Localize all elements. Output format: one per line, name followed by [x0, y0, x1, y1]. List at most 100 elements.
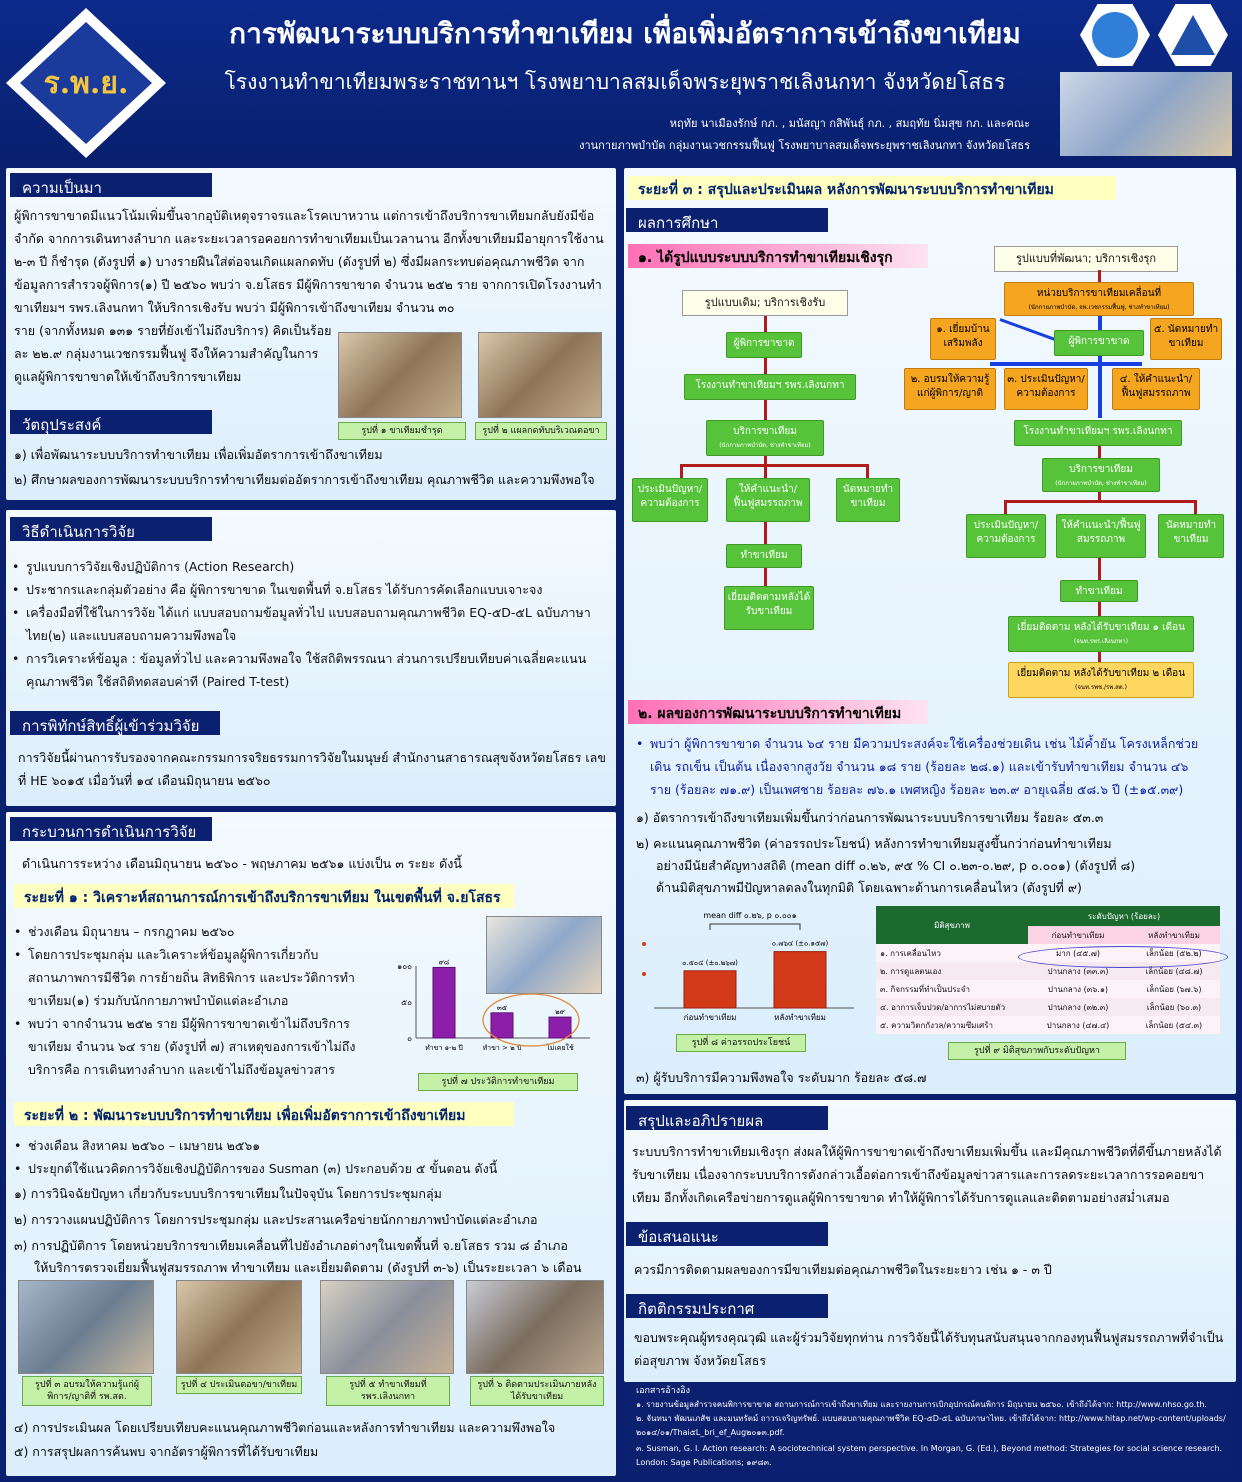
result1-heading: ๑. ได้รูปแบบระบบบริการทำขาเทียมเชิงรุก — [628, 244, 928, 268]
bar-value-label: ๐.๕๐๔ (±๐.๒๖๗) — [682, 959, 738, 967]
follow-up-2m: เยี่ยมติดตาม หลังได้รับขาเทียม ๒ เดือน(จ… — [1008, 662, 1194, 698]
caption-fig4: รูปที่ ๔ ประเมินตอขา/ขาเทียม — [176, 1376, 302, 1394]
old-service-label: บริการขาเทียม — [733, 426, 797, 437]
photo-stump-assessment — [176, 1280, 302, 1374]
x-tick-label: ทำขา ๑-๒ ปี — [425, 1044, 463, 1052]
follow-up-1m-staff: (จนท.รพร.เลิงนกทา) — [1073, 638, 1129, 645]
caption-fig3: รูปที่ ๓ อบรมให้ความรู้แก่ผู้พิการ/ญาติท… — [22, 1376, 152, 1406]
partner-emblem-icon — [1092, 12, 1138, 58]
flow-arrow — [764, 466, 767, 478]
blue-flow-line — [990, 362, 1142, 366]
caption-fig8: รูปที่ ๘ ค่าอรรถประโยชน์ — [676, 1034, 806, 1052]
result2-satisfaction: ๓) ผู้รับบริการมีความพึงพอใจ ระดับมาก ร้… — [636, 1070, 927, 1085]
bar — [773, 951, 827, 1009]
authors: หฤทัย นาเมืองรักษ์ กภ. , มนัสญา กสิพันธุ… — [669, 117, 1030, 130]
methods-heading: วิธีดำเนินการวิจัย — [10, 517, 212, 541]
affiliation: งานกายภาพบำบัด กลุ่มงานเวชกรรมฟื้นฟู โรง… — [579, 139, 1030, 152]
caption-fig1: รูปที่ ๑ ขาเทียมชำรุด — [338, 422, 466, 440]
new-appoint: นัดหมายทำขาเทียม — [1158, 514, 1224, 558]
bar-value-label: ๐.๗๖๔ (±๐.๑๕๗) — [772, 940, 829, 948]
photo-pressure-sore — [478, 332, 602, 418]
new-assess: ประเมินปัญหา/ความต้องการ — [966, 514, 1046, 558]
photo-group-meeting — [486, 916, 602, 994]
flow-branch — [680, 464, 868, 467]
caption-fig6: รูปที่ ๖ ติดตามประเมินภายหลังได้รับขาเที… — [470, 1376, 604, 1406]
bar-value-label: ๓๕ — [497, 1004, 507, 1012]
method-item: การวิเคราะห์ข้อมูล : ข้อมูลทั่วไป และควา… — [12, 647, 608, 693]
follow-up-2m-label: เยี่ยมติดตาม หลังได้รับขาเทียม ๒ เดือน — [1016, 668, 1186, 679]
methods-list: รูปแบบการวิจัยเชิงปฏิบัติการ (Action Res… — [12, 555, 608, 693]
phase2-bullets: ช่วงเดือน สิงหาคม ๒๕๖๐ – เมษายน ๒๕๖๑ ประ… — [14, 1134, 610, 1180]
phase2-step: ให้บริการตรวจเยี่ยมฟื้นฟูสมรรถภาพ ทำขาเท… — [34, 1260, 582, 1275]
result2-item: อย่างมีนัยสำคัญทางสถิติ (mean diff ๐.๒๖,… — [656, 858, 1136, 873]
y-marker — [642, 972, 646, 976]
phase2-step: ๕) การสรุปผลการค้นพบ จากอัตราผู้พิการที่… — [14, 1444, 319, 1459]
old-factory: โรงงานทำขาเทียมฯ รพร.เลิงนกทา — [684, 374, 856, 400]
table-cell: ปานกลาง (๓๒.๓) — [1047, 1002, 1109, 1012]
results-heading: ผลการศึกษา — [626, 208, 828, 232]
background-heading: ความเป็นมา — [10, 173, 212, 197]
flow-arrow — [764, 456, 767, 466]
table-cell: เล็กน้อย (๕๔.๓) — [1145, 1020, 1203, 1030]
table-row: ๕. ความวิตกกังวล/ความซึมเศร้าปานกลาง (๔๗… — [876, 1016, 1220, 1034]
photo-broken-prosthesis — [338, 332, 462, 418]
conclusion-text: ระบบบริการทำขาเทียมเชิงรุก ส่งผลให้ผู้พิ… — [632, 1144, 1222, 1205]
flow-arrow — [680, 464, 683, 478]
suggestion-text: ควรมีการติดตามผลของการมีขาเทียมต่อคุณภาพ… — [634, 1262, 1052, 1277]
x-tick-label: ก่อนทำขาเทียม — [684, 1013, 737, 1022]
logo-text: ร.พ.ย. — [43, 65, 129, 101]
method-item: รูปแบบการวิจัยเชิงปฏิบัติการ (Action Res… — [12, 555, 608, 578]
old-appoint: นัดหมายทำขาเทียม — [836, 478, 900, 522]
old-assess: ประเมินปัญหา/ความต้องการ — [632, 478, 708, 522]
flow-arrow — [1098, 602, 1101, 616]
y-tick-label: ๕๐ — [401, 998, 412, 1007]
follow-up-1m: เยี่ยมติดตาม หลังได้รับขาเทียม ๑ เดือน(จ… — [1008, 616, 1194, 652]
flow-arrow — [866, 464, 869, 478]
y-tick-label: ๑๐๐ — [397, 962, 412, 971]
old-patient: ผู้พิการขาขาด — [726, 332, 802, 358]
flow-arrow — [1004, 500, 1007, 514]
flow-arrow — [1098, 270, 1101, 282]
flow-branch — [1004, 500, 1196, 503]
phase1-list: ช่วงเดือน มิถุนายน – กรกฎาคม ๒๕๖๐ โดยการ… — [14, 920, 362, 1081]
bar-value-label: ๒๙ — [555, 1008, 565, 1016]
highlight-ellipse — [482, 993, 580, 1047]
photo-training — [18, 1280, 154, 1374]
new-service-label: บริการขาเทียม — [1069, 464, 1133, 475]
phase1-item: พบว่า จากจำนวน ๒๕๒ ราย มีผู้พิการขาขาดเข… — [14, 1012, 362, 1081]
table-cell: ๑. การเคลื่อนไหว — [880, 948, 941, 958]
table-header-level: ระดับปัญหา (ร้อยละ) — [1087, 911, 1161, 921]
significance-bracket — [709, 923, 801, 930]
background-text-2: ราย (จากทั้งหมด ๑๓๑ รายที่ยังเข้าไม่ถึงบ… — [14, 323, 332, 384]
step-assess: ๓. ประเมินปัญหา/ความต้องการ — [1004, 368, 1088, 410]
acknowledgement-heading: กิตติกรรมประกาศ — [626, 1294, 828, 1318]
old-make-leg: ทำขาเทียม — [726, 544, 802, 568]
background-text: ผู้พิการขาขาดมีแนวโน้มเพิ่มขึ้นจากอุบัติ… — [14, 208, 604, 315]
x-tick-label: ทำขา > ๒ ปี — [483, 1044, 522, 1052]
table-cell: เล็กน้อย (๖๐.๓) — [1146, 1002, 1202, 1012]
phase3-title: ระยะที่ ๓ : สรุปและประเมินผล หลังการพัฒน… — [628, 176, 1116, 200]
y-marker — [642, 942, 646, 946]
references-panel — [624, 1384, 1236, 1476]
flow-arrow — [764, 568, 767, 586]
flow-arrow — [1098, 492, 1101, 502]
new-service: บริการขาเทียม(นักกายภาพบำบัด, ช่างทำขาเท… — [1042, 458, 1160, 492]
result2-item: ด้านมิติสุขภาพมีปัญหาลดลงในทุกมิติ โดยเฉ… — [656, 880, 1082, 895]
photo-making-prosthesis — [320, 1280, 454, 1374]
objectives-heading: วัตถุประสงค์ — [10, 410, 212, 434]
conclusion-heading: สรุปและอภิปรายผล — [626, 1106, 828, 1130]
flow-arrow — [764, 522, 767, 544]
highlight-ellipse — [1018, 946, 1228, 968]
header-photo — [1060, 72, 1232, 156]
table-cell: ปานกลาง (๓๓.๓) — [1047, 966, 1109, 976]
flow-arrow — [1098, 652, 1101, 662]
old-model-label: รูปแบบเดิม; บริการเชิงรับ — [682, 290, 848, 316]
table-cell: ๕. ความวิตกกังวล/ความซึมเศร้า — [880, 1020, 994, 1030]
old-follow-up: เยี่ยมติดตามหลังได้รับขาเทียม — [724, 586, 814, 630]
table-cell: ๒. การดูแลตนเอง — [880, 966, 942, 976]
table-cell: เล็กน้อย (๔๘.๗) — [1145, 966, 1203, 976]
result2-bullets: พบว่า ผู้พิการขาขาด จำนวน ๖๔ ราย มีความป… — [636, 732, 1208, 801]
step-training: ๒. อบรมให้ความรู้แก่ผู้พิการ/ญาติ — [904, 368, 996, 410]
